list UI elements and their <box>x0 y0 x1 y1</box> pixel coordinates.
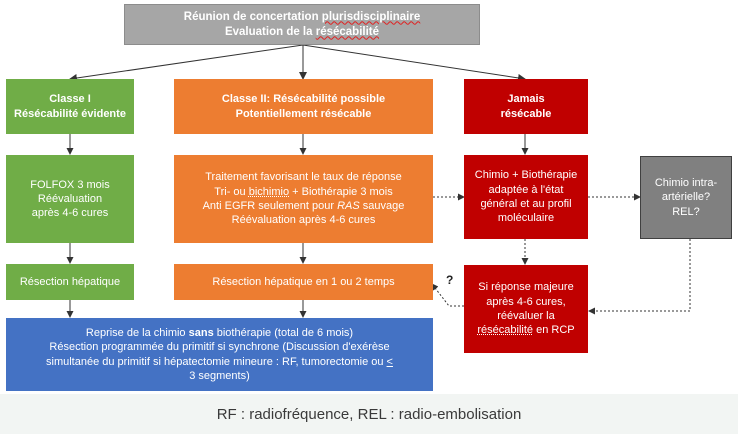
dotted-sidebox-to-response <box>588 239 691 315</box>
ras-italic: RAS <box>337 200 360 212</box>
response-box: Si réponse majeure après 4-6 cures, réév… <box>464 265 588 353</box>
green-resection-label: Résection hépatique <box>19 275 121 288</box>
title-box: Réunion de concertation plurisdisciplina… <box>124 4 480 45</box>
chimio-line1: Chimio + Biothérapie <box>474 169 578 182</box>
final-line3: simultanée du primitif si hépatectomie m… <box>46 355 393 368</box>
treatment-line2: Tri- ou bichimio + Biothérapie 3 mois <box>214 185 393 198</box>
folfox-line2: Réévaluation <box>37 192 103 205</box>
final-line2: Résection programmée du primitif si sync… <box>49 341 390 354</box>
chimio-line4: moléculaire <box>497 212 555 225</box>
treatment-line1: Traitement favorisant le taux de réponse <box>205 171 402 184</box>
response-line1: Si réponse majeure <box>478 281 574 294</box>
class1-box: Classe I Résécabilité évidente <box>6 79 134 134</box>
chimio-box: Chimio + Biothérapie adaptée à l'état gé… <box>464 155 588 239</box>
arrow-title-to-class3 <box>302 44 526 82</box>
folfox-box: FOLFOX 3 mois Réévaluation après 4-6 cur… <box>6 155 134 243</box>
caption: RF : radiofréquence, REL : radio-embolis… <box>216 405 522 423</box>
final-line1: Reprise de la chimio sans biothérapie (t… <box>85 326 354 339</box>
resecabilite-word: résécabilité <box>477 324 534 337</box>
class3-box: Jamais résécable <box>464 79 588 134</box>
bichimio-word: bichimio <box>248 185 290 198</box>
class3-line2: résécable <box>500 107 552 120</box>
chimio-line3: général et au profil <box>480 198 572 210</box>
class2-box: Classe II: Résécabilité possible Potenti… <box>174 79 433 134</box>
class1-line2: Résécabilité évidente <box>14 107 126 120</box>
question-mark: ? <box>446 273 454 287</box>
class3-line1: Jamais <box>507 93 545 106</box>
title-underlined-word: plurisdisciplinaire <box>321 10 421 23</box>
side-line3: REL? <box>672 205 700 218</box>
treatment-line4: Réévaluation après 4-6 cures <box>231 214 376 227</box>
sans-bold: sans <box>188 326 214 339</box>
class2-line2: Potentiellement résécable <box>235 107 372 120</box>
side-line2: artérielle? <box>661 191 711 204</box>
dotted-response-to-resection <box>431 283 464 307</box>
final-box: Reprise de la chimio sans biothérapie (t… <box>6 318 433 391</box>
class2-line1: Classe II: Résécabilité possible <box>221 93 386 106</box>
treatment-line3: Anti EGFR seulement pour RAS sauvage <box>202 200 405 212</box>
connectors <box>66 44 691 318</box>
response-line3: réévaluer la <box>497 310 555 322</box>
side-box: Chimio intra- artérielle? REL? <box>640 156 732 239</box>
treatment-box: Traitement favorisant le taux de réponse… <box>174 155 433 243</box>
side-line1: Chimio intra- <box>654 177 718 190</box>
final-line4: 3 segments) <box>189 369 250 382</box>
folfox-line3: après 4-6 cures <box>31 207 109 220</box>
less-than-underlined: < <box>386 355 393 368</box>
orange-resection-box: Résection hépatique en 1 ou 2 temps <box>174 264 433 300</box>
title-line2: Evaluation de la résécabilité <box>224 25 380 38</box>
title-line1: Réunion de concertation plurisdisciplina… <box>183 10 421 23</box>
chimio-line2: adaptée à l'état <box>488 183 564 196</box>
arrow-title-to-class1 <box>69 44 304 82</box>
folfox-line1: FOLFOX 3 mois <box>30 178 110 191</box>
title-underlined-word-2: résécabilité <box>315 25 380 38</box>
green-resection-box: Résection hépatique <box>6 264 134 300</box>
response-line2: après 4-6 cures, <box>486 295 566 308</box>
class1-line1: Classe I <box>49 93 91 106</box>
response-line4: résécabilité en RCP <box>477 324 575 337</box>
orange-resection-label: Résection hépatique en 1 ou 2 temps <box>212 275 395 288</box>
